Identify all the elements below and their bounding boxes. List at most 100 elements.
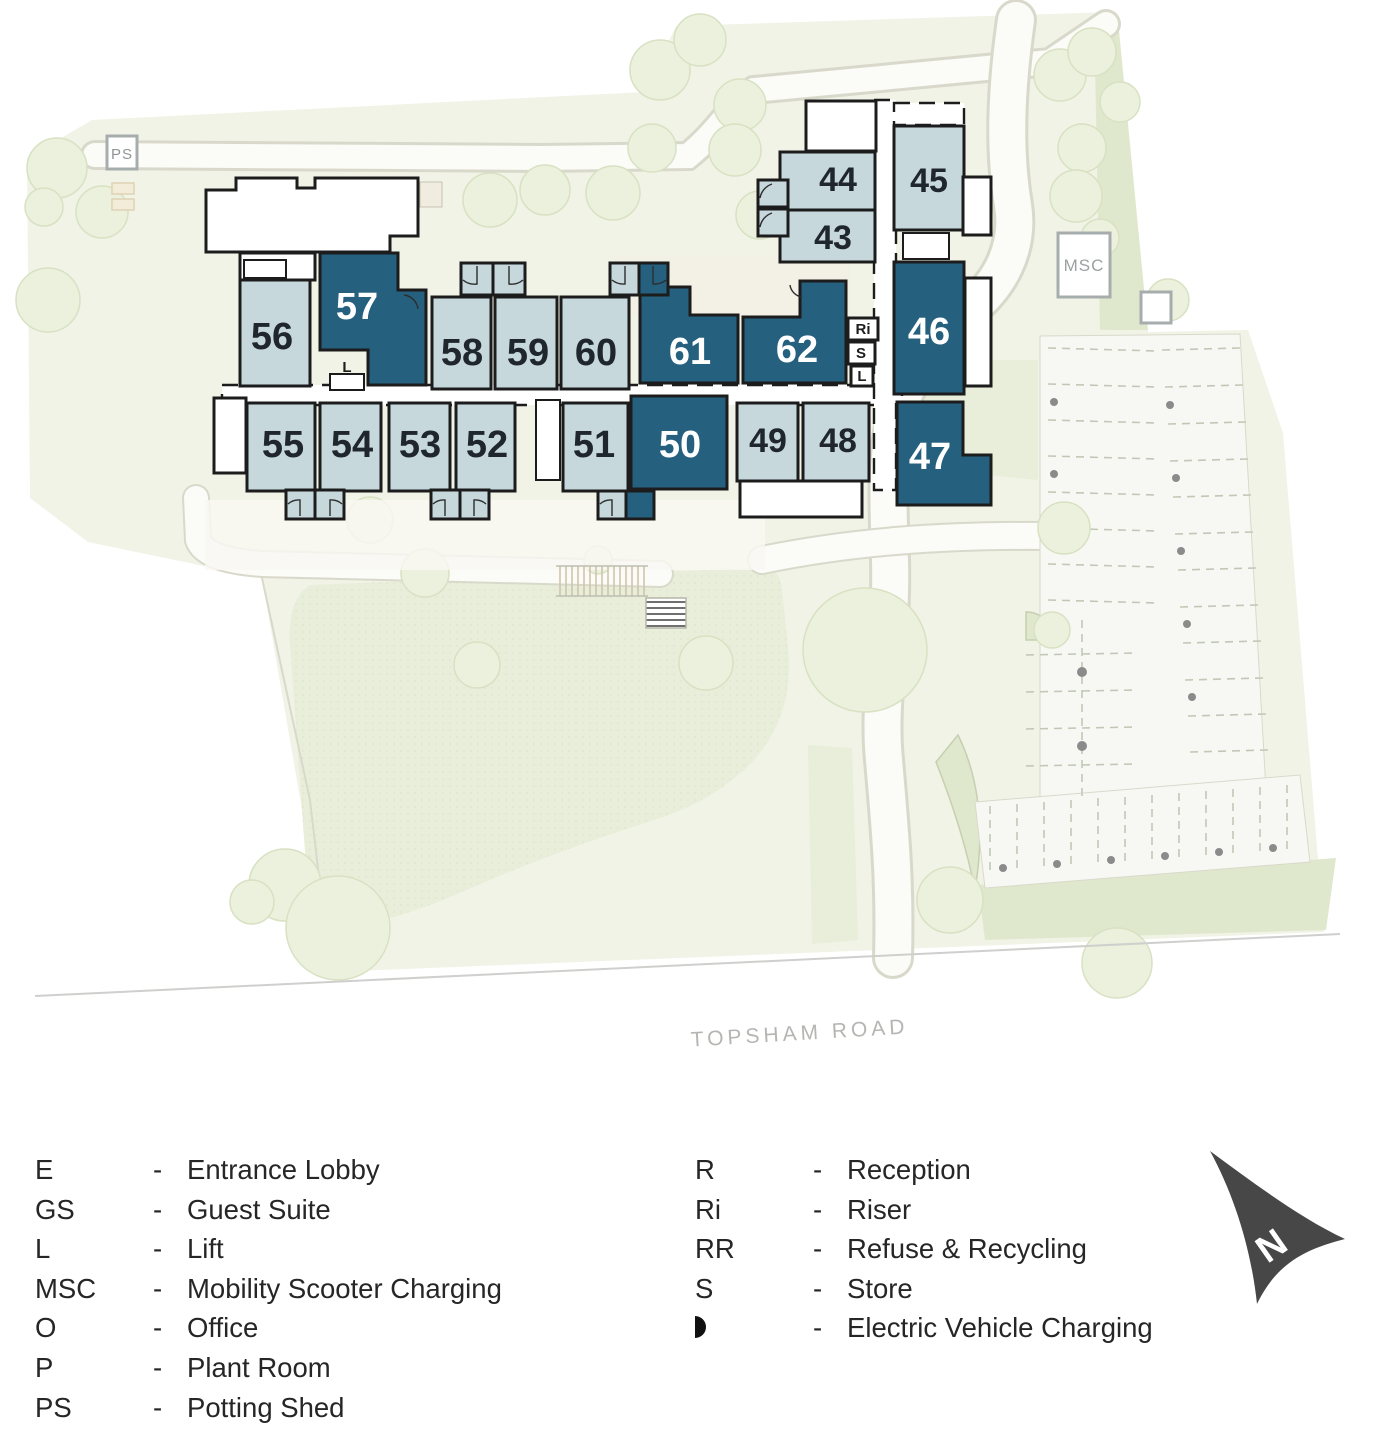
riser-room [846, 316, 880, 342]
unit-54 [318, 401, 383, 493]
store-room [846, 340, 877, 366]
unit-number-labels: 44 43 45 46 47 48 49 50 51 52 53 54 55 5… [251, 161, 951, 478]
legend-code: Ri [695, 1193, 721, 1225]
site-plan-drawing: TOPSHAM ROAD [15, 0, 1341, 1052]
unit-label-57: 57 [336, 286, 378, 328]
unit-label-60: 60 [575, 332, 617, 374]
unit-label-48: 48 [819, 422, 857, 460]
unit-label-47: 47 [909, 436, 951, 478]
legend-dash: - [813, 1154, 823, 1185]
unit-label-52: 52 [466, 424, 508, 466]
unit-49 [735, 401, 800, 483]
legend-dash: - [153, 1154, 163, 1185]
unit-label-50: 50 [659, 424, 701, 466]
unit-label-51: 51 [573, 424, 615, 466]
unit-label-43: 43 [814, 219, 852, 257]
outbuilding [1139, 290, 1173, 325]
legend-code: MSC [35, 1272, 97, 1304]
legend-code: RR [695, 1233, 735, 1265]
legend-row: GS -Guest Suite [35, 1190, 502, 1230]
lift-room [849, 364, 875, 388]
lift-label: L [342, 359, 351, 376]
legend-code: L [35, 1233, 51, 1265]
north-arrow: N [1210, 1151, 1345, 1304]
unit-60 [559, 295, 631, 391]
unit-58 [430, 295, 493, 391]
unit-label-45: 45 [910, 162, 948, 200]
legend-dash: - [813, 1233, 823, 1265]
legend-code: O [35, 1312, 57, 1344]
door-icons [287, 183, 803, 516]
legend-code: S [695, 1272, 714, 1304]
legend-row: P -Plant Room [35, 1348, 502, 1388]
legend-label: Store [847, 1272, 913, 1304]
legend-row: S-Store [695, 1269, 1153, 1309]
legend-code: GS [35, 1193, 75, 1225]
ev-charging-icon [695, 1316, 706, 1339]
legend-row: L -Lift [35, 1229, 502, 1269]
unit-52 [454, 401, 517, 493]
unit-label-54: 54 [331, 424, 373, 466]
legend-dash: - [153, 1272, 163, 1304]
stairs-icon [902, 232, 950, 260]
mobility-scooter-charging-room [1056, 231, 1112, 299]
road-name-label: TOPSHAM ROAD [690, 1015, 909, 1051]
legend-row: PS -Potting Shed [35, 1388, 502, 1428]
legend-label: Refuse & Recycling [847, 1233, 1087, 1265]
garden-steps-icon [645, 597, 687, 629]
msc-label: MSC [1064, 256, 1105, 275]
legend-code: P [35, 1351, 54, 1383]
legend-label: Lift [187, 1233, 224, 1265]
legend-row: E-Entrance Lobby [35, 1150, 502, 1190]
legend-dash: - [153, 1312, 163, 1344]
unit-label-58: 58 [441, 332, 483, 374]
unit-56 [238, 278, 312, 388]
potting-shed [105, 134, 139, 171]
legend-label: Electric Vehicle Charging [847, 1312, 1153, 1344]
stairs-icon [243, 259, 287, 279]
legend-code [695, 1308, 813, 1349]
unit-label-49: 49 [749, 422, 787, 460]
legend-label: Potting Shed [187, 1391, 345, 1423]
legend-dash: - [153, 1391, 163, 1423]
legend-label: Plant Room [187, 1351, 331, 1383]
potting-shed-label: PS [111, 146, 133, 163]
legend-row: Ri -Riser [695, 1190, 1153, 1230]
unit-55 [245, 401, 317, 493]
legend-label: Office [187, 1312, 259, 1344]
unit-label-53: 53 [399, 424, 441, 466]
ev-charging-markers [999, 398, 1277, 872]
legend-left: E-Entrance Lobby GS-Guest Suite L-Lift M… [35, 1150, 502, 1427]
parking-bays [989, 347, 1288, 876]
stairs-icon [535, 399, 561, 481]
legend-code: PS [35, 1391, 72, 1423]
north-arrow-shape [1210, 1151, 1345, 1304]
legend-label: Reception [847, 1154, 971, 1185]
legend-code: E [35, 1154, 54, 1185]
legend-label: Riser [847, 1193, 912, 1225]
riser-label: Ri [856, 321, 871, 338]
garden-benches [111, 182, 135, 211]
legend-label: Guest Suite [187, 1193, 331, 1225]
communal-building-outline [204, 176, 420, 254]
unit-61 [638, 285, 740, 385]
unit-59 [493, 295, 559, 391]
unit-53 [387, 401, 452, 493]
stairs-icon [329, 373, 365, 391]
unit-51 [561, 401, 630, 493]
legend-row: -Electric Vehicle Charging [695, 1308, 1153, 1349]
building [204, 98, 993, 521]
legend-row: O -Office [35, 1308, 502, 1348]
legend-dash: - [153, 1351, 163, 1383]
unit-43 [778, 208, 877, 264]
unit-62 [741, 279, 848, 385]
legend-dash: - [813, 1312, 823, 1344]
legend-dash: - [813, 1193, 823, 1225]
unit-label-44: 44 [819, 161, 857, 199]
unit-label-61: 61 [669, 331, 711, 373]
legend-dash: - [153, 1233, 163, 1265]
legend-right: R-Reception Ri-Riser RR-Refuse & Recycli… [695, 1150, 1153, 1349]
legend-dash: - [153, 1193, 163, 1225]
pergola-icon [556, 565, 648, 597]
